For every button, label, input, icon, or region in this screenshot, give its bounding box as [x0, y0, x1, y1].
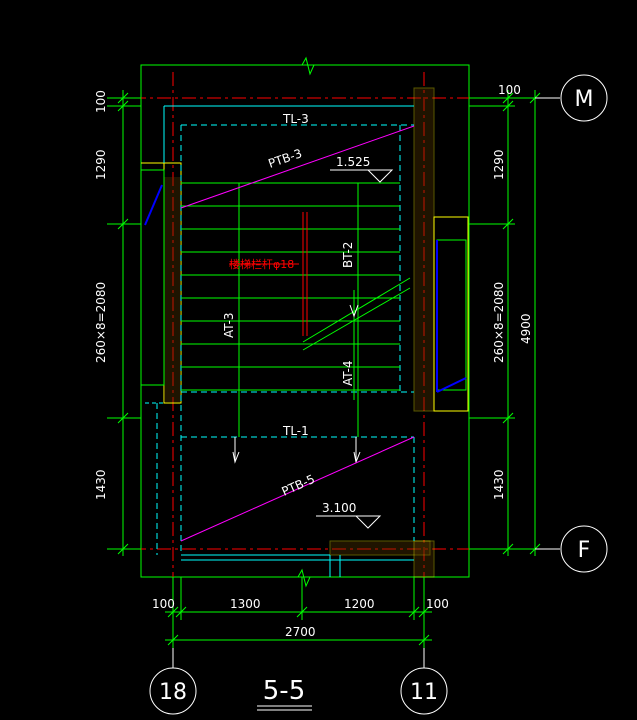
dim-bottom-100-right: 100: [426, 597, 449, 611]
ptb-3-line: [180, 125, 415, 209]
handrail-ramp: [302, 277, 411, 400]
dim-left-1430: 1430: [94, 469, 108, 500]
dim-right-1290: 1290: [492, 149, 506, 180]
right-dimension-chain: [469, 90, 543, 556]
dim-left-1290: 1290: [94, 149, 108, 180]
break-symbol-bottom: [293, 568, 323, 588]
dim-left-100: 100: [94, 90, 108, 113]
section-title: 5-5: [263, 676, 305, 706]
bottom-dimension-chain: [165, 577, 432, 648]
bottom-wall: [181, 540, 435, 578]
label-at-3: AT-3: [222, 313, 236, 338]
dim-right-2080: 260×8=2080: [492, 282, 506, 363]
level-upper-text: 1.525: [336, 155, 370, 169]
hidden-lines: [156, 124, 415, 555]
axis-bubble-m: M: [535, 74, 608, 122]
dim-right-total: 4900: [519, 313, 533, 344]
left-wall: [140, 106, 182, 404]
run-arrow-left: [232, 451, 240, 464]
dim-left-2080: 260×8=2080: [94, 282, 108, 363]
label-handrail: 楼梯栏杆φ18: [229, 257, 294, 271]
axis-label-18: 18: [159, 680, 187, 705]
dim-right-1430: 1430: [492, 469, 506, 500]
axis-bubble-f: F: [535, 525, 608, 573]
label-tl-3: TL-3: [282, 112, 309, 126]
label-at-4: AT-4: [341, 361, 355, 386]
axis-label-11: 11: [410, 680, 438, 705]
axis-bubble-18: 18: [149, 648, 197, 715]
right-wall: [164, 87, 469, 412]
dim-bottom-1200: 1200: [344, 597, 375, 611]
level-mark-upper: 1.525: [330, 155, 394, 183]
dim-bottom-100-left: 100: [152, 597, 175, 611]
axis-label-f: F: [578, 538, 591, 563]
left-dimension-chain: [107, 90, 141, 556]
dim-right-100: 100: [498, 83, 521, 97]
label-bt-2: BT-2: [341, 242, 355, 268]
ptb-5-line: [180, 436, 415, 542]
level-mark-lower: 3.100: [316, 501, 382, 529]
label-ptb-5: PTB-5: [280, 472, 317, 499]
level-lower-text: 3.100: [322, 501, 356, 515]
bt-arrow: [349, 304, 359, 318]
label-tl-1: TL-1: [282, 424, 309, 438]
dim-bottom-1300: 1300: [230, 597, 261, 611]
run-arrow-right: [353, 451, 361, 464]
axis-bubble-11: 11: [400, 648, 448, 715]
stair-treads: [181, 182, 400, 437]
dim-bottom-total: 2700: [285, 625, 316, 639]
break-symbol-top: [293, 56, 323, 76]
axis-label-m: M: [575, 87, 594, 112]
